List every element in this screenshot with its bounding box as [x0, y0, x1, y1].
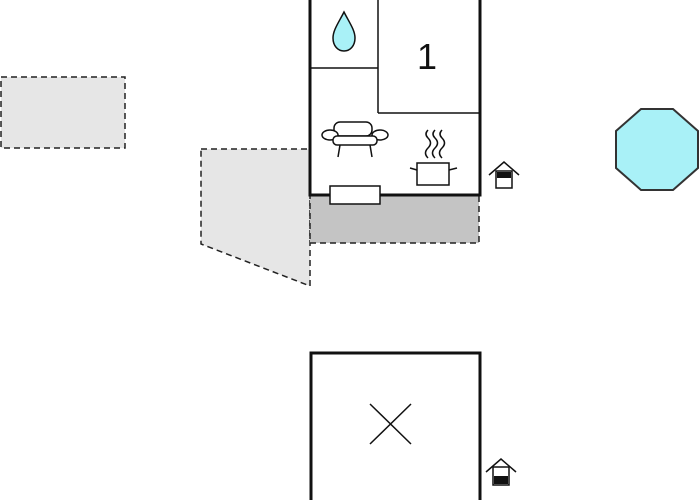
bedroom-label: 1 — [417, 36, 437, 77]
pool-octagon — [615, 108, 699, 191]
terrace-area — [0, 76, 126, 149]
water-drop-icon — [332, 10, 356, 52]
outbuilding — [309, 351, 482, 500]
entrance-icon — [485, 458, 517, 486]
entrance-icon — [488, 161, 520, 189]
patio-area — [200, 148, 311, 288]
window — [329, 185, 381, 205]
cross-mark-icon — [369, 403, 412, 445]
sofa-icon — [321, 121, 389, 158]
cooking-pot-icon — [409, 129, 458, 186]
